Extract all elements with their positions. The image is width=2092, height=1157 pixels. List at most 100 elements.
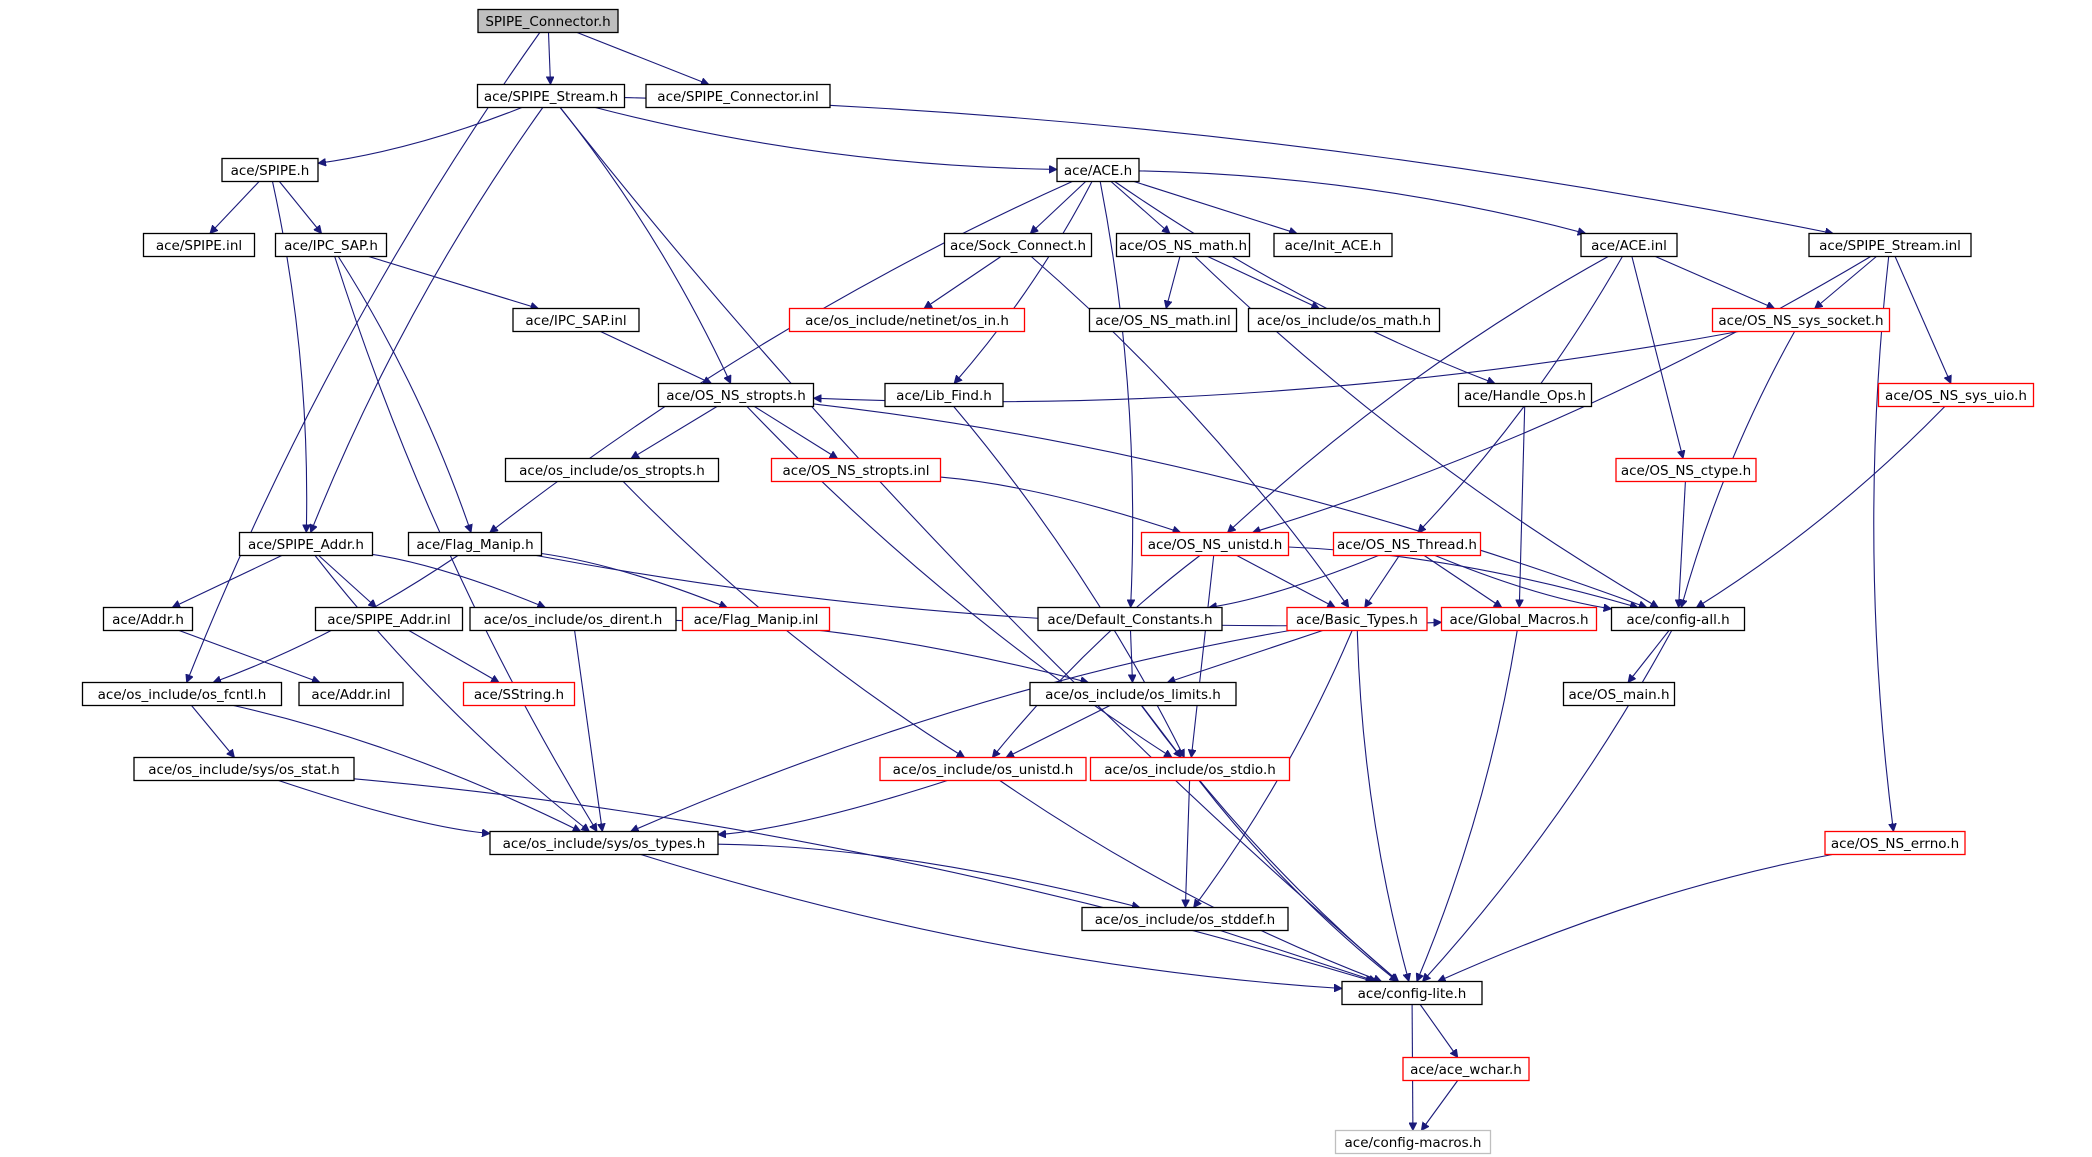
edge-os-limits-h-to-config-lite-h [1140, 705, 1398, 982]
node-spipe-h[interactable]: ace/SPIPE.h [221, 157, 319, 183]
node-os-ns-sys-uio-h[interactable]: ace/OS_NS_sys_uio.h [1877, 382, 2035, 408]
node-spipe-stream-h[interactable]: ace/SPIPE_Stream.h [476, 83, 626, 109]
node-os-limits-h[interactable]: ace/os_include/os_limits.h [1029, 681, 1237, 707]
edge-os-stdio-h-to-os-stddef-h [1185, 780, 1191, 908]
node-os-stdio-h[interactable]: ace/os_include/os_stdio.h [1089, 756, 1291, 782]
node-label: ace/OS_NS_stropts.inl [783, 463, 930, 479]
node-label: ace/Addr.h [112, 612, 184, 628]
node-label: ace/SPIPE_Connector.inl [657, 89, 818, 105]
nodes-layer: SPIPE_Connector.h ace/SPIPE_Stream.h ace/S… [81, 8, 2035, 1155]
edge-os-limits-h-to-os-unistd-h [1006, 705, 1111, 758]
node-config-all-h[interactable]: ace/config-all.h [1610, 606, 1746, 632]
edge-ipc-sap-inl-to-os-ns-stropts-h [600, 331, 712, 384]
edge-os-ns-unistd-h-to-os-unistd-h [992, 555, 1201, 758]
node-spipe-stream-inl[interactable]: ace/SPIPE_Stream.inl [1808, 232, 1972, 258]
node-box [1037, 606, 1223, 632]
node-default-constants-h[interactable]: ace/Default_Constants.h [1037, 606, 1223, 632]
node-os-math-h[interactable]: ace/os_include/os_math.h [1247, 307, 1441, 333]
node-os-ns-unistd-h[interactable]: ace/OS_NS_unistd.h [1140, 531, 1290, 557]
node-os-ns-ctype-h[interactable]: ace/OS_NS_ctype.h [1615, 457, 1757, 483]
node-addr-h[interactable]: ace/Addr.h [102, 606, 194, 632]
node-config-lite-h[interactable]: ace/config-lite.h [1341, 980, 1483, 1006]
edge-ipc-sap-h-to-flag-manip-h [337, 256, 471, 533]
node-config-macros-h[interactable]: ace/config-macros.h [1334, 1129, 1492, 1155]
node-label: ace/SPIPE.h [231, 163, 310, 179]
node-os-stropts-h[interactable]: ace/os_include/os_stropts.h [504, 457, 720, 483]
node-box [1056, 157, 1140, 183]
node-os-ns-thread-h[interactable]: ace/OS_NS_Thread.h [1332, 531, 1482, 557]
node-handle-ops-h[interactable]: ace/Handle_Ops.h [1457, 382, 1593, 408]
node-netinet-in-h[interactable]: ace/os_include/netinet/os_in.h [788, 307, 1026, 333]
edge-global-macros-h-to-config-lite-h [1417, 630, 1518, 982]
node-spipe-addr-inl[interactable]: ace/SPIPE_Addr.inl [314, 606, 464, 632]
node-box [884, 382, 1004, 408]
node-os-fcntl-h[interactable]: ace/os_include/os_fcntl.h [81, 681, 283, 707]
edge-ace-h-to-handle-ops-h [1114, 181, 1495, 384]
node-flag-manip-h[interactable]: ace/Flag_Manip.h [407, 531, 543, 557]
node-ace-wchar-h[interactable]: ace/ace_wchar.h [1402, 1056, 1530, 1082]
node-spipe-addr-h[interactable]: ace/SPIPE_Addr.h [238, 531, 374, 557]
edge-ace-h-to-default-constants-h [1099, 181, 1132, 608]
node-label: ace/config-all.h [1626, 612, 1729, 628]
edge-os-fcntl-h-to-sys-os-stat-h [191, 705, 235, 758]
edge-basic-types-h-to-sys-os-types-h [631, 629, 1290, 832]
node-label: ace/Sock_Connect.h [950, 238, 1086, 254]
edge-config-all-h-to-config-lite-h [1423, 630, 1673, 982]
node-sys-os-stat-h[interactable]: ace/os_include/sys/os_stat.h [133, 756, 355, 782]
node-os-ns-stropts-h[interactable]: ace/OS_NS_stropts.h [657, 382, 815, 408]
edge-spipe-addr-h-to-sys-os-types-h [314, 555, 589, 832]
edge-basic-types-h-to-config-lite-h [1356, 630, 1409, 982]
node-os-dirent-h[interactable]: ace/os_include/os_dirent.h [469, 606, 677, 632]
edge-os-ns-stropts-h-to-os-ns-stropts-inl [754, 406, 837, 459]
node-init-ace-h[interactable]: ace/Init_ACE.h [1273, 232, 1393, 258]
edge-ace-h-to-os-ns-math-h [1110, 181, 1170, 234]
node-spipe-connector-inl[interactable]: ace/SPIPE_Connector.inl [645, 83, 831, 109]
node-os-ns-sys-socket-h[interactable]: ace/OS_NS_sys_socket.h [1711, 307, 1891, 333]
edge-os-ns-math-h-to-os-math-h [1207, 256, 1320, 309]
node-box [133, 756, 355, 782]
node-os-ns-math-inl[interactable]: ace/OS_NS_math.inl [1088, 307, 1238, 333]
node-box [1088, 307, 1238, 333]
node-box [238, 531, 374, 557]
node-root[interactable]: SPIPE_Connector.h [477, 8, 619, 34]
node-spipe-inl[interactable]: ace/SPIPE.inl [142, 232, 256, 258]
node-label: ace/os_include/os_stddef.h [1095, 912, 1275, 928]
edge-flag-manip-h-to-flag-manip-inl [541, 552, 728, 608]
node-sock-connect-h[interactable]: ace/Sock_Connect.h [943, 232, 1093, 258]
node-ace-h[interactable]: ace/ACE.h [1056, 157, 1140, 183]
edge-spipe-addr-h-to-os-dirent-h [372, 553, 546, 607]
edge-root-to-spipe-stream-h [549, 32, 551, 85]
edge-spipe-stream-inl-to-os-ns-sys-socket-h [1815, 256, 1877, 309]
node-box [645, 83, 831, 109]
node-label: ace/Default_Constants.h [1047, 612, 1212, 628]
node-os-stddef-h[interactable]: ace/os_include/os_stddef.h [1081, 906, 1289, 932]
edge-config-lite-h-to-ace-wchar-h [1419, 1004, 1458, 1058]
node-os-ns-stropts-inl[interactable]: ace/OS_NS_stropts.inl [770, 457, 942, 483]
edge-os-ns-thread-h-to-default-constants-h [1209, 554, 1379, 608]
node-os-main-h[interactable]: ace/OS_main.h [1562, 681, 1676, 707]
node-os-unistd-h[interactable]: ace/os_include/os_unistd.h [879, 756, 1087, 782]
edge-os-ns-stropts-h-to-config-all-h [813, 403, 1647, 608]
node-label: ace/os_include/os_stdio.h [1104, 762, 1276, 778]
node-os-ns-errno-h[interactable]: ace/OS_NS_errno.h [1824, 830, 1966, 856]
node-basic-types-h[interactable]: ace/Basic_Types.h [1286, 606, 1428, 632]
edge-ace-h-to-ace-inl [1138, 170, 1586, 234]
edge-spipe-addr-h-to-spipe-addr-inl [318, 555, 377, 608]
node-ace-inl[interactable]: ace/ACE.inl [1580, 232, 1678, 258]
node-flag-manip-inl[interactable]: ace/Flag_Manip.inl [681, 606, 831, 632]
node-sstring-h[interactable]: ace/SString.h [462, 681, 576, 707]
edge-spipe-stream-inl-to-os-ns-errno-h [1873, 256, 1894, 832]
node-ipc-sap-inl[interactable]: ace/IPC_SAP.inl [512, 307, 640, 333]
node-lib-find-h[interactable]: ace/Lib_Find.h [884, 382, 1004, 408]
node-ipc-sap-h[interactable]: ace/IPC_SAP.h [274, 232, 388, 258]
node-sys-os-types-h[interactable]: ace/os_include/sys/os_types.h [489, 830, 719, 856]
node-box [1562, 681, 1676, 707]
node-box [314, 606, 464, 632]
node-box [879, 756, 1087, 782]
edge-ace-h-to-sock-connect-h [1030, 181, 1087, 234]
node-global-macros-h[interactable]: ace/Global_Macros.h [1440, 606, 1598, 632]
edge-sys-os-types-h-to-os-stddef-h [717, 843, 1140, 907]
node-os-ns-math-h[interactable]: ace/OS_NS_math.h [1115, 232, 1251, 258]
node-addr-inl[interactable]: ace/Addr.inl [298, 681, 404, 707]
node-label: ace/Global_Macros.h [1449, 612, 1588, 628]
